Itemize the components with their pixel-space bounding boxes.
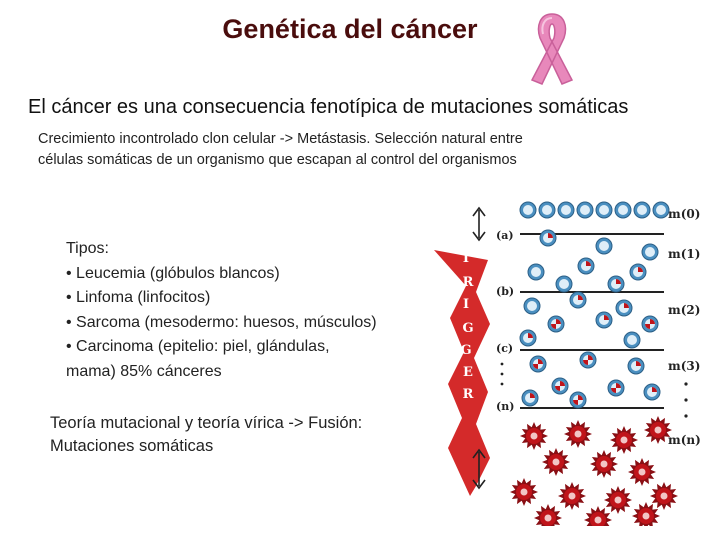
tumor-cell-icon xyxy=(542,448,570,476)
trigger-letter: R xyxy=(463,275,474,290)
normal-cell-icon xyxy=(615,299,633,317)
tumor-cell-icon xyxy=(520,422,548,450)
normal-cell-icon xyxy=(579,351,597,369)
trigger-letter: R xyxy=(463,387,474,402)
page-title: Genética del cáncer xyxy=(222,14,478,44)
normal-cell-icon xyxy=(629,263,647,281)
lead-paragraph: Crecimiento incontrolado clon celular ->… xyxy=(38,129,638,171)
mutation-diagram-svg: T R I G G E R (a) (b) (c) (n) xyxy=(434,201,701,534)
tumor-cell-icon xyxy=(510,478,538,506)
tumor-cell-icon xyxy=(534,504,562,532)
trigger-letter: G xyxy=(460,343,471,358)
normal-cell-icon xyxy=(547,315,565,333)
normal-cell-icon xyxy=(569,391,587,409)
stage-label: (a) xyxy=(496,229,514,242)
normal-cell-icon xyxy=(595,311,613,329)
mutation-label: m(3) xyxy=(668,359,700,373)
list-item: • Leucemia (glóbulos blancos) xyxy=(66,264,280,282)
tumor-cell-icon xyxy=(610,426,638,454)
tumor-cell-icon xyxy=(628,458,656,486)
theory-line: Teoría mutacional y teoría vírica -> Fus… xyxy=(50,414,363,432)
normal-cell-icon xyxy=(623,331,641,349)
tumor-cell-icon xyxy=(558,482,586,510)
normal-cell-icon xyxy=(641,243,659,261)
tumor-cell-icon xyxy=(564,420,592,448)
stage-label: (n) xyxy=(496,400,514,413)
mutation-label: m(2) xyxy=(668,303,700,317)
cell-population xyxy=(510,201,678,534)
normal-cell-icon xyxy=(652,201,670,219)
trigger-letter: G xyxy=(462,321,473,336)
normal-cell-icon xyxy=(595,237,613,255)
pink-ribbon-icon xyxy=(530,13,574,85)
tumor-cell-icon xyxy=(584,506,612,534)
subtitle: El cáncer es una consecuencia fenotípica… xyxy=(28,96,629,118)
normal-cell-icon xyxy=(519,329,537,347)
normal-cell-icon xyxy=(641,315,659,333)
normal-cell-icon xyxy=(557,201,575,219)
trigger-letter: T xyxy=(461,251,471,266)
ellipsis-dots xyxy=(500,362,688,418)
normal-cell-icon xyxy=(529,355,547,373)
mutation-diagram: T R I G G E R (a) (b) (c) (n) xyxy=(428,196,718,534)
normal-cell-icon xyxy=(627,357,645,375)
lead-line: Crecimiento incontrolado clon celular ->… xyxy=(38,131,523,147)
normal-cell-icon xyxy=(607,275,625,293)
mutation-label: m(1) xyxy=(668,247,700,261)
normal-cell-icon xyxy=(576,201,594,219)
normal-cell-icon xyxy=(643,383,661,401)
normal-cell-icon xyxy=(555,275,573,293)
trigger-letters: T R I G G E R xyxy=(460,251,473,402)
normal-cell-icon xyxy=(519,201,537,219)
list-item: • Sarcoma (mesodermo: huesos, músculos) xyxy=(66,313,377,331)
normal-cell-icon xyxy=(539,229,557,247)
list-item: • Linfoma (linfocitos) xyxy=(66,289,211,306)
trigger-letter: E xyxy=(463,365,473,380)
normal-cell-icon xyxy=(569,291,587,309)
stage-label: (c) xyxy=(496,342,513,355)
normal-cell-icon xyxy=(595,201,613,219)
tumor-cell-icon xyxy=(644,416,672,444)
trigger-letter: I xyxy=(463,297,469,312)
normal-cell-icon xyxy=(527,263,545,281)
trigger-bolt-icon xyxy=(434,250,490,496)
types-heading: Tipos: xyxy=(66,240,109,257)
double-arrow-icon xyxy=(472,206,486,242)
normal-cell-icon xyxy=(577,257,595,275)
mutation-label: m(0) xyxy=(668,207,700,221)
tumor-cell-icon xyxy=(604,486,632,514)
normal-cell-icon xyxy=(551,377,569,395)
cancer-types-list: Tipos: • Leucemia (glóbulos blancos) • L… xyxy=(66,237,426,384)
tumor-cell-icon xyxy=(632,502,660,530)
normal-cell-icon xyxy=(523,297,541,315)
normal-cell-icon xyxy=(614,201,632,219)
normal-cell-icon xyxy=(607,379,625,397)
tumor-cell-icon xyxy=(590,450,618,478)
lead-line: células somáticas de un organismo que es… xyxy=(38,152,517,168)
stage-label: (b) xyxy=(496,285,514,298)
list-item: mama) 85% cánceres xyxy=(66,362,222,380)
theory-paragraph: Teoría mutacional y teoría vírica -> Fus… xyxy=(50,412,430,458)
list-item: • Carcinoma (epitelio: piel, glándulas, xyxy=(66,338,330,355)
normal-cell-icon xyxy=(521,389,539,407)
theory-line: Mutaciones somáticas xyxy=(50,437,214,455)
mutation-label: m(n) xyxy=(668,433,701,447)
double-arrow-icon xyxy=(472,448,486,490)
normal-cell-icon xyxy=(633,201,651,219)
normal-cell-icon xyxy=(538,201,556,219)
tumor-cell-icon xyxy=(650,482,678,510)
